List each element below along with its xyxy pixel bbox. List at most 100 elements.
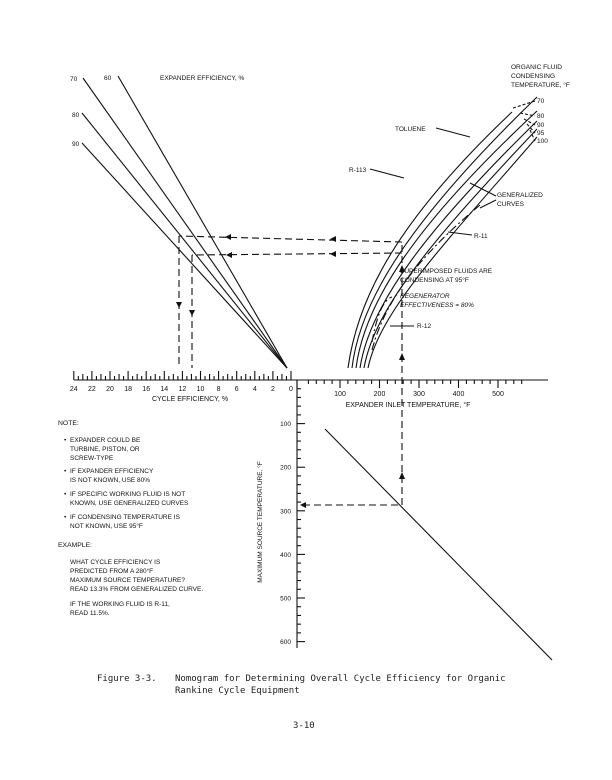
- note-2-line-1: IF EXPANDER EFFICIENCY: [70, 468, 154, 475]
- regenerator-label-2: EFFECTIVENESS = 80%: [400, 302, 474, 309]
- cycle-efficiency-tick-label: 6: [235, 386, 239, 393]
- legend-connector-3: [526, 123, 536, 134]
- cycle-efficiency-tick-label: 24: [70, 386, 78, 393]
- source-temperature-tick-label: 200: [280, 465, 291, 472]
- arrow-down-2: [189, 310, 195, 316]
- inlet-temperature-tick-label: 100: [334, 391, 346, 398]
- generalized-leader-1: [469, 182, 497, 197]
- r11-leader: [447, 231, 473, 236]
- source-temperature-tick-label: 500: [280, 596, 291, 603]
- cycle-efficiency-tick-label: 16: [142, 386, 150, 393]
- inlet-temperature-tick-label: 300: [413, 391, 425, 398]
- page-number: 3-10: [293, 721, 315, 731]
- figure-number: Figure 3-3.: [97, 674, 157, 684]
- condensing-80-label: 80: [537, 113, 545, 120]
- condensing-curve-2: [359, 120, 538, 369]
- notes-block: NOTE: • EXPANDER COULD BE TURBINE, PISTO…: [58, 420, 203, 617]
- legend-connector-1: [519, 112, 536, 117]
- arrow-left-3: [330, 251, 336, 257]
- figure-caption-line-1: Nomogram for Determining Overall Cycle E…: [175, 674, 506, 684]
- source-temperature-line: [324, 428, 553, 661]
- arrow-down-1: [176, 302, 182, 308]
- example-line-4: READ 13.3% FROM GENERALIZED CURVE.: [70, 586, 203, 593]
- source-temperature-ticks: 100 200 300 400 500 600: [280, 388, 305, 646]
- arrow-left-2: [225, 234, 231, 240]
- condensing-90-label: 90: [537, 122, 545, 129]
- cycle-efficiency-tick-label: 14: [160, 386, 168, 393]
- arrow-left-1: [330, 236, 336, 242]
- regenerator-label-1: REGENERATOR: [400, 293, 450, 300]
- cycle-efficiency-tick-label: 2: [271, 386, 275, 393]
- arrow-up-1: [399, 472, 405, 479]
- note-4-line-1: IF CONDENSING TEMPERATURE IS: [70, 514, 181, 521]
- note-1-line-3: SCREW-TYPE: [70, 455, 114, 462]
- note-bullet-3: •: [64, 491, 67, 498]
- series-label-90: 90: [72, 141, 80, 148]
- arrow-left-4: [226, 252, 232, 258]
- r113-leader: [369, 168, 405, 179]
- toluene-label: TOLUENE: [395, 126, 426, 133]
- series-label-80: 80: [72, 112, 80, 119]
- note-2-line-2: IS NOT KNOWN, USE 80%: [70, 477, 150, 484]
- cycle-efficiency-tick-label: 0: [289, 386, 293, 393]
- r12-label: R-12: [417, 323, 431, 330]
- expander-line-60: [117, 75, 288, 369]
- cycle-efficiency-tick-label: 4: [253, 386, 257, 393]
- source-temperature-tick-label: 100: [280, 421, 291, 428]
- series-label-60: 60: [104, 75, 112, 82]
- note-1-line-1: EXPANDER COULD BE: [70, 437, 141, 444]
- note-4-line-2: NOT KNOWN, USE 95°F: [70, 522, 143, 530]
- example-line-1: WHAT CYCLE EFFICIENCY IS: [70, 559, 161, 566]
- arrow-up-3: [399, 265, 405, 272]
- cycle-efficiency-tick-label: 12: [179, 386, 187, 393]
- r11-label: R-11: [474, 233, 488, 240]
- note-3-line-1: IF SPECIFIC WORKING FLUID IS NOT: [70, 491, 185, 498]
- inlet-temperature-tick-label: 200: [374, 391, 386, 398]
- note-1-line-2: TURBINE, PISTON, OR: [70, 446, 140, 453]
- note-bullet-4: •: [64, 514, 67, 521]
- generalized-label-2: CURVES: [497, 201, 525, 208]
- condensing-curve-5: [347, 111, 513, 369]
- cycle-efficiency-tick-label: 20: [106, 386, 114, 393]
- example-line-5: IF THE WORKING FLUID IS R-11,: [70, 601, 170, 608]
- inlet-temperature-tick-label: 500: [492, 391, 504, 398]
- r12-curve: [371, 296, 393, 343]
- note-3-line-2: KNOWN, USE GENERALIZED CURVES: [70, 500, 189, 507]
- condensing-100-label: 100: [537, 138, 548, 145]
- superimposed-label-1: SUPERIMPOSED FLUIDS ARE: [400, 268, 493, 275]
- cycle-efficiency-tick-label: 10: [197, 386, 205, 393]
- expander-efficiency-lines: [81, 75, 288, 369]
- expander-line-70: [82, 77, 288, 369]
- example-path-r11: [191, 252, 403, 256]
- source-temperature-label: MAXIMUM SOURCE TEMPERATURE, °F: [256, 461, 264, 583]
- generalized-label-1: GENERALIZED: [497, 192, 543, 199]
- source-temperature-tick-label: 600: [280, 639, 291, 646]
- condensing-curve-3: [363, 128, 538, 369]
- example-path-generalized: [178, 235, 403, 243]
- legend-connector-2: [523, 118, 536, 126]
- legend-connector-4: [529, 129, 536, 142]
- expander-line-80: [81, 112, 288, 369]
- inlet-temperature-ticks: 100 200 300 400 500: [296, 380, 523, 398]
- legend-title-1: ORGANIC FLUID: [511, 64, 562, 71]
- arrow-source: [300, 502, 306, 508]
- superimposed-label-2: CONDENSING AT 95°F: [400, 276, 469, 284]
- condensing-70-label: 70: [537, 98, 545, 105]
- cycle-efficiency-tick-label: 22: [88, 386, 96, 393]
- generalized-leader-2: [479, 199, 497, 209]
- inlet-temperature-tick-label: 400: [453, 391, 465, 398]
- notes-title: NOTE:: [58, 420, 79, 427]
- expander-line-90: [81, 142, 288, 369]
- condensing-curve-4: [367, 136, 538, 369]
- inlet-temperature-label: EXPANDER INLET TEMPERATURE, °F: [346, 401, 471, 409]
- series-label-70: 70: [70, 76, 78, 83]
- condensing-curve-1: [355, 110, 538, 369]
- cycle-efficiency-label: CYCLE EFFICIENCY, %: [152, 396, 228, 403]
- note-bullet-1: •: [64, 437, 67, 444]
- example-construction-lines: [176, 234, 405, 508]
- source-temperature-tick-label: 400: [280, 552, 291, 559]
- example-line-3: MAXIMUM SOURCE TEMPERATURE?: [70, 577, 185, 584]
- arrow-up-2: [399, 353, 405, 360]
- source-temperature-tick-label: 300: [280, 508, 291, 515]
